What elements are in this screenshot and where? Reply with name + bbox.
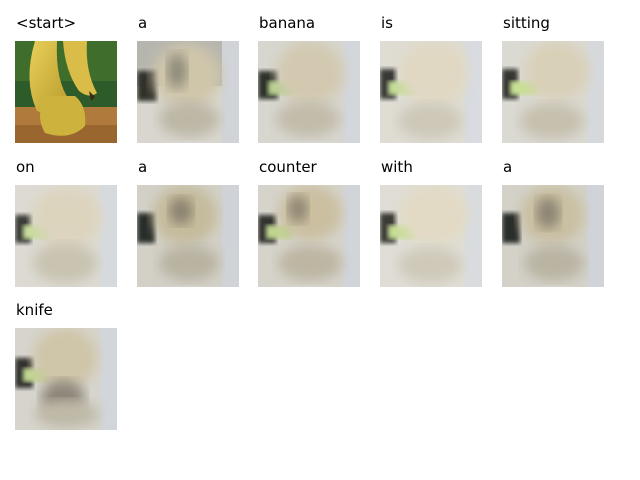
word-label: is [381,14,393,32]
attention-map [15,328,117,430]
original-photo [15,41,117,143]
word-label: knife [16,301,53,319]
attention-map [380,185,482,287]
word-label: a [503,158,513,176]
word-label: <start> [16,14,77,32]
word-label: with [381,158,413,176]
word-label: a [138,158,148,176]
word-label: on [16,158,35,176]
attention-map [137,185,239,287]
word-label: a [138,14,148,32]
attention-map [502,41,604,143]
attention-map [137,41,239,143]
word-label: counter [259,158,317,176]
attention-map [15,185,117,287]
attention-map [502,185,604,287]
word-label: banana [259,14,316,32]
attention-map [258,185,360,287]
attention-map [380,41,482,143]
word-label: sitting [503,14,550,32]
attention-map [258,41,360,143]
